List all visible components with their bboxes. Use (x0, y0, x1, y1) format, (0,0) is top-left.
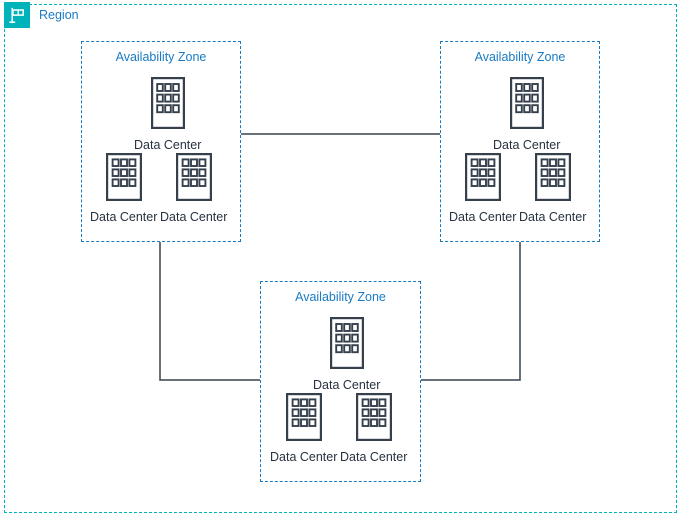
data-center-building-icon (509, 77, 544, 134)
data-center-node[interactable]: Data Center (449, 153, 516, 225)
data-center-building-icon (285, 393, 322, 446)
data-center-label: Data Center (493, 138, 561, 152)
region-label-group: Region (4, 2, 79, 28)
data-center-label: Data Center (449, 210, 517, 224)
data-center-node[interactable]: Data Center (519, 153, 586, 225)
data-center-label: Data Center (340, 450, 408, 464)
region-container (4, 4, 677, 513)
data-center-node[interactable]: Data Center (313, 317, 380, 393)
data-center-node[interactable]: Data Center (160, 153, 227, 225)
data-center-node[interactable]: Data Center (493, 77, 560, 153)
data-center-node[interactable]: Data Center (340, 393, 407, 465)
availability-zone-bottom: Availability Zone (260, 281, 421, 482)
availability-zone-left: Availability Zone (81, 41, 241, 242)
data-center-building-icon (355, 393, 392, 446)
data-center-building-icon (175, 153, 212, 206)
availability-zone-label: Availability Zone (474, 50, 566, 64)
data-center-label: Data Center (160, 210, 228, 224)
data-center-label: Data Center (519, 210, 587, 224)
data-center-building-icon (150, 77, 185, 134)
data-center-node[interactable]: Data Center (90, 153, 157, 225)
data-center-node[interactable]: Data Center (270, 393, 337, 465)
data-center-building-icon (105, 153, 142, 206)
data-center-building-icon (329, 317, 364, 374)
data-center-node[interactable]: Data Center (134, 77, 201, 153)
data-center-label: Data Center (90, 210, 158, 224)
data-center-label: Data Center (270, 450, 338, 464)
region-label: Region (39, 7, 79, 22)
availability-zone-label: Availability Zone (115, 50, 207, 64)
flag-icon (4, 2, 30, 28)
data-center-label: Data Center (134, 138, 202, 152)
data-center-building-icon (464, 153, 501, 206)
data-center-label: Data Center (313, 378, 381, 392)
availability-zone-label: Availability Zone (295, 290, 386, 304)
data-center-building-icon (534, 153, 571, 206)
availability-zone-right: Availability Zone (440, 41, 600, 242)
